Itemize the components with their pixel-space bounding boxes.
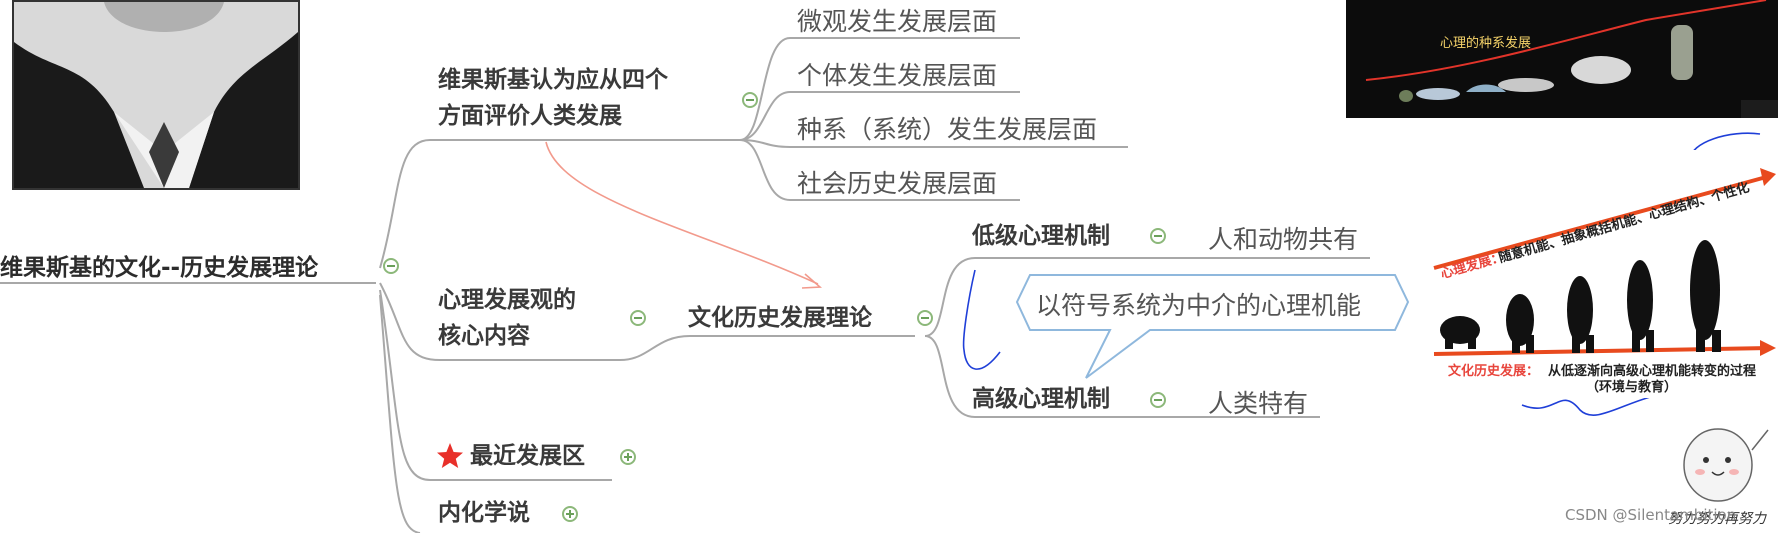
root-collapse-toggle[interactable] — [383, 258, 399, 274]
evaluate-child-2[interactable]: 个体发生发展层面 — [797, 61, 998, 90]
branch-core-line2: 核心内容 — [438, 323, 530, 349]
branch-evaluate-line2: 方面评价人类发展 — [438, 103, 622, 129]
doodle-figure — [1683, 428, 1769, 502]
branch-core-line1: 心理发展观的 — [438, 287, 576, 313]
branch-internal-node[interactable]: 内化学说 — [438, 500, 530, 526]
evolution-image: 心理发展： 随意机能、抽象概括机能、心理结构、个性化 文化历史发展： 从低逐渐向… — [1430, 150, 1778, 398]
evo-culture-sub: （环境与教育） — [1586, 380, 1678, 395]
species-development-figure — [1346, 0, 1778, 118]
low-mechanism-note[interactable]: 人和动物共有 — [1208, 225, 1359, 254]
watermark: CSDN @Silentambition — [1565, 506, 1737, 524]
star-icon-svg — [437, 443, 463, 468]
culture-history-collapse-toggle[interactable] — [917, 310, 933, 326]
doodle-text: 努力努力再努力 — [1668, 511, 1766, 527]
high-mechanism-node[interactable]: 高级心理机制 — [972, 386, 1110, 412]
root-topic[interactable]: 维果斯基的文化--历史发展理论 — [0, 255, 319, 281]
high-mechanism-note[interactable]: 人类特有 — [1208, 389, 1309, 418]
culture-history-theory-node[interactable]: 文化历史发展理论 — [688, 305, 872, 331]
evaluate-child-3[interactable]: 种系（系统）发生发展层面 — [797, 115, 1098, 144]
branch-evaluate-title[interactable]: 维果斯基认为应从四个 方面评价人类发展 — [438, 62, 668, 134]
evaluate-child-4[interactable]: 社会历史发展层面 — [797, 169, 998, 198]
branch-evaluate-line1: 维果斯基认为应从四个 — [438, 67, 668, 93]
species-caption: 心理的种系发展 — [1440, 36, 1532, 51]
low-mechanism-node[interactable]: 低级心理机制 — [972, 223, 1110, 249]
portrait-image — [14, 2, 298, 188]
evo-culture-text: 从低逐渐向高级心理机能转变的过程 — [1548, 364, 1757, 379]
species-development-image: 心理的种系发展 — [1346, 0, 1778, 118]
evolution-figure — [1433, 168, 1776, 356]
evaluate-child-1[interactable]: 微观发生发展层面 — [797, 7, 998, 36]
low-mechanism-collapse-toggle[interactable] — [1150, 228, 1166, 244]
branch-zone-node[interactable]: 最近发展区 — [470, 443, 585, 469]
star-icon — [436, 442, 464, 470]
portrait-photo — [12, 0, 300, 190]
evo-culture-prefix: 文化历史发展： — [1448, 364, 1540, 379]
callout-text[interactable]: 以符号系统为中介的心理机能 — [1036, 291, 1362, 320]
branch-core-title[interactable]: 心理发展观的 核心内容 — [438, 282, 576, 354]
branch-core-collapse-toggle[interactable] — [630, 310, 646, 326]
high-mechanism-collapse-toggle[interactable] — [1150, 392, 1166, 408]
branch-evaluate-collapse-toggle[interactable] — [742, 92, 758, 108]
branch-internal-expand-toggle[interactable] — [562, 506, 578, 522]
doodle-image: 努力努力再努力 — [1668, 410, 1778, 533]
branch-zone-expand-toggle[interactable] — [620, 449, 636, 465]
